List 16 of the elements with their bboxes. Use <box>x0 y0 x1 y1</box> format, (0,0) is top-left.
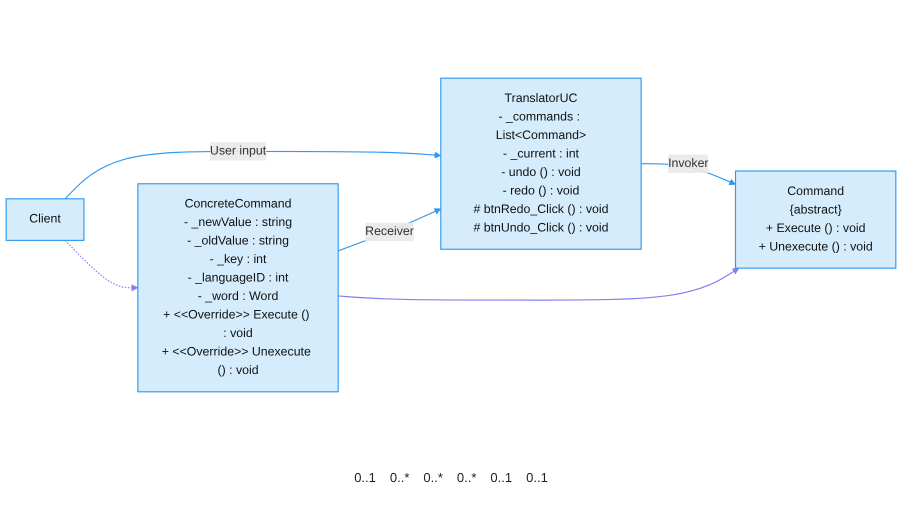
edge-label: User input <box>210 144 266 158</box>
multiplicity-label: 0..* <box>423 470 443 485</box>
arrow <box>338 268 740 301</box>
edge-label: Invoker <box>668 156 709 170</box>
arrow <box>64 240 138 292</box>
multiplicity-label: 0..* <box>456 470 476 485</box>
edge-label: Receiver <box>365 224 414 238</box>
node-box: Client <box>6 198 84 241</box>
multiplicity-label: 0..* <box>390 470 410 485</box>
multiplicity-label: 0..1 <box>490 470 512 485</box>
node-box: TranslatorUC - _commands : List<Command> - _current : int - undo () : void - redo () : void # btnRedo_Click () : void # btnUndo_Click () : void <box>440 78 642 250</box>
node-box: Command {abstract} + Execute () : void + Unexecute () : void <box>734 170 896 269</box>
node-box: ConcreteCommand - _newValue : string - _oldValue : string - _key : int - _languageID : int - _word : Word + <<Override>> Execute () : void + <<Override>> Unexecute () : void <box>137 183 339 392</box>
arrow <box>338 208 442 252</box>
multiplicity-label: 0..1 <box>526 470 548 485</box>
multiplicity-label: 0..1 <box>354 470 376 485</box>
